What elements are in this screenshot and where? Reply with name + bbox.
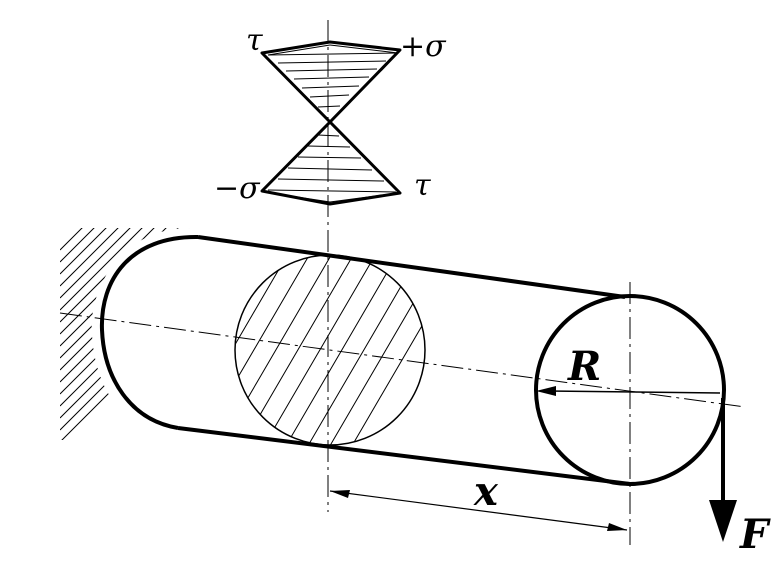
force-arrow	[709, 398, 737, 542]
axis-lines	[59, 20, 746, 545]
label-distance-x: x	[473, 468, 499, 515]
label-force: F	[739, 511, 771, 558]
radius-arrow	[536, 386, 721, 396]
label-tau-bottom: τ	[414, 168, 431, 203]
shaft-outline	[99, 234, 631, 486]
stress-distribution-diagram	[260, 40, 402, 206]
label-radius: R	[567, 343, 601, 390]
label-tau-top: τ	[246, 23, 263, 58]
label-sigma-plus: +σ	[400, 29, 447, 64]
fixed-support-hatching	[60, 228, 190, 440]
dimension-x	[329, 490, 628, 531]
label-sigma-minus: −σ	[214, 171, 261, 206]
